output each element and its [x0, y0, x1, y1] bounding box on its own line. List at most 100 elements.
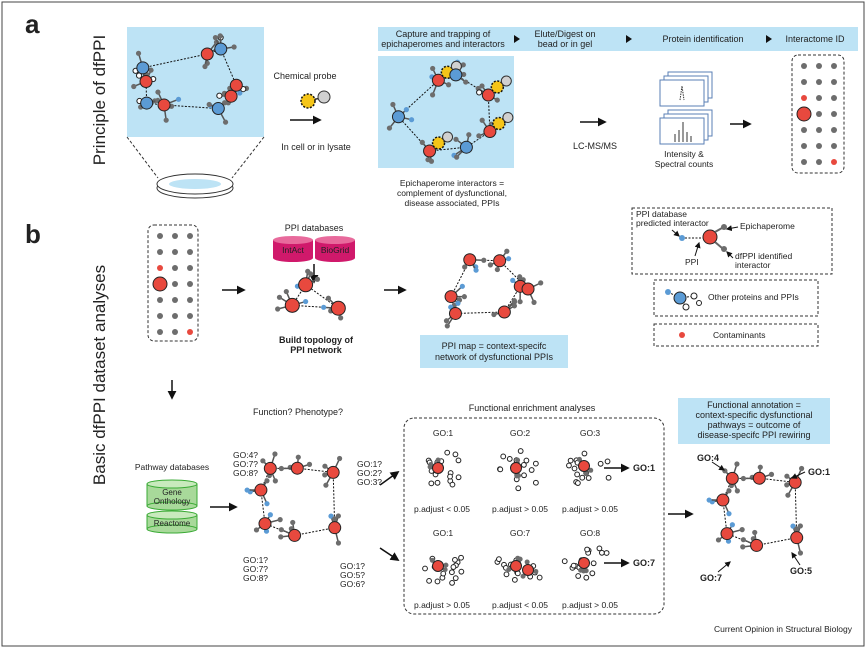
mini-hub [522, 564, 534, 576]
legend-epichaperome-node [702, 229, 718, 245]
network-node [328, 513, 334, 519]
go-br-1: GO:1? [340, 561, 365, 571]
network-node [314, 276, 321, 282]
enrich-network-top-3 [566, 450, 612, 486]
grid-node [816, 111, 822, 117]
network-hub [444, 290, 458, 304]
mini-node [521, 472, 527, 479]
legend-predicted-arrow [671, 229, 680, 237]
step-1-line1: Capture and trapping of [396, 29, 491, 39]
mini-node [429, 557, 435, 563]
build-line1: Build topology of [279, 335, 354, 345]
network-hub [214, 42, 228, 56]
network-node [459, 283, 465, 289]
enrich-arrow-top [379, 470, 400, 486]
legend-box [631, 207, 833, 275]
ppi-map-line2: network of dysfunctional PPIs [435, 352, 554, 362]
db-biogrid [315, 236, 355, 262]
grid-node [172, 329, 178, 335]
network-edge [297, 467, 334, 473]
network-node [462, 264, 468, 270]
network-hub [254, 483, 268, 497]
mini-node [583, 568, 589, 574]
network-edge [220, 48, 237, 86]
grid-node [831, 127, 837, 133]
network-node [510, 277, 516, 283]
top-p1: p.adjust < 0.05 [414, 504, 470, 514]
final-go-2: GO:1 [808, 467, 830, 477]
network-hub [139, 74, 153, 88]
go-questions-top-left: GO:4? GO:7? GO:8? [233, 450, 258, 478]
step-4-label: Interactome ID [785, 34, 845, 44]
enrich-network-bottom-2 [494, 555, 543, 583]
legend-ppi-arrow [694, 241, 701, 257]
network-node [323, 482, 329, 488]
db-intact-label: IntAct [282, 245, 304, 255]
mini-node [596, 545, 603, 552]
legend-predicted-line1: PPI database [636, 209, 687, 219]
network-node [135, 50, 142, 56]
network-node [264, 478, 270, 484]
mini-hub [432, 560, 444, 572]
network-node [206, 101, 212, 108]
db-biogrid-label: BioGrid [321, 245, 350, 255]
network-hub [790, 531, 804, 545]
step-2-line2: bead or in gel [538, 39, 593, 49]
intensity-line2: Spectral counts [655, 159, 714, 169]
mini-node [567, 457, 574, 464]
enrich-network-bottom-1 [422, 554, 465, 586]
top-p2: p.adjust > 0.05 [492, 504, 548, 514]
grid-node [172, 265, 178, 271]
network-node [785, 492, 791, 498]
build-line2: PPI network [290, 345, 343, 355]
final-go-3: GO:7 [700, 573, 722, 583]
grid-red-node [157, 265, 163, 271]
grid-node [172, 233, 178, 239]
interactors-line2: complement of dysfunctional, [397, 188, 507, 198]
network-node [307, 271, 314, 277]
network-hub [788, 475, 802, 489]
mini-node [452, 451, 459, 458]
network-edge [142, 53, 208, 69]
grid-node [831, 95, 837, 101]
bottom-result: GO:7 [633, 558, 655, 568]
network-hub [211, 102, 225, 116]
network-node [419, 139, 425, 145]
network-node [494, 266, 500, 273]
mini-node [434, 479, 441, 486]
network-hub [391, 110, 405, 124]
network-hub [481, 88, 495, 102]
go-br-3: GO:6? [340, 579, 365, 589]
network-node [202, 63, 208, 70]
enrich-network-top-2 [497, 448, 539, 492]
grid-big-node [796, 106, 812, 122]
network-node [461, 71, 467, 78]
legend-identified-arrow [726, 251, 734, 259]
step-chevron-3 [766, 35, 772, 43]
network-node [290, 519, 296, 526]
mini-node [524, 559, 530, 565]
network-node [757, 464, 763, 470]
grid-node [187, 265, 193, 271]
grid-node [172, 297, 178, 303]
mini-node [520, 573, 526, 579]
mini-node [444, 449, 451, 456]
network-node [386, 125, 393, 131]
network-node [216, 92, 223, 99]
go-br-2: GO:5? [340, 570, 365, 580]
network-node [734, 488, 740, 494]
network-node [278, 465, 284, 472]
network-node [163, 117, 169, 123]
go-bl-3: GO:8? [243, 573, 268, 583]
mini-node [533, 479, 539, 486]
mini-node [605, 474, 612, 481]
pathway-db-title: Pathway databases [135, 462, 209, 472]
network-node [222, 100, 228, 106]
network-edge [487, 94, 491, 132]
mini-node [435, 457, 441, 463]
network-node [272, 478, 278, 484]
topology-network [275, 268, 346, 321]
mini-node [434, 578, 441, 585]
network-node [740, 537, 746, 543]
network-node [445, 82, 452, 88]
